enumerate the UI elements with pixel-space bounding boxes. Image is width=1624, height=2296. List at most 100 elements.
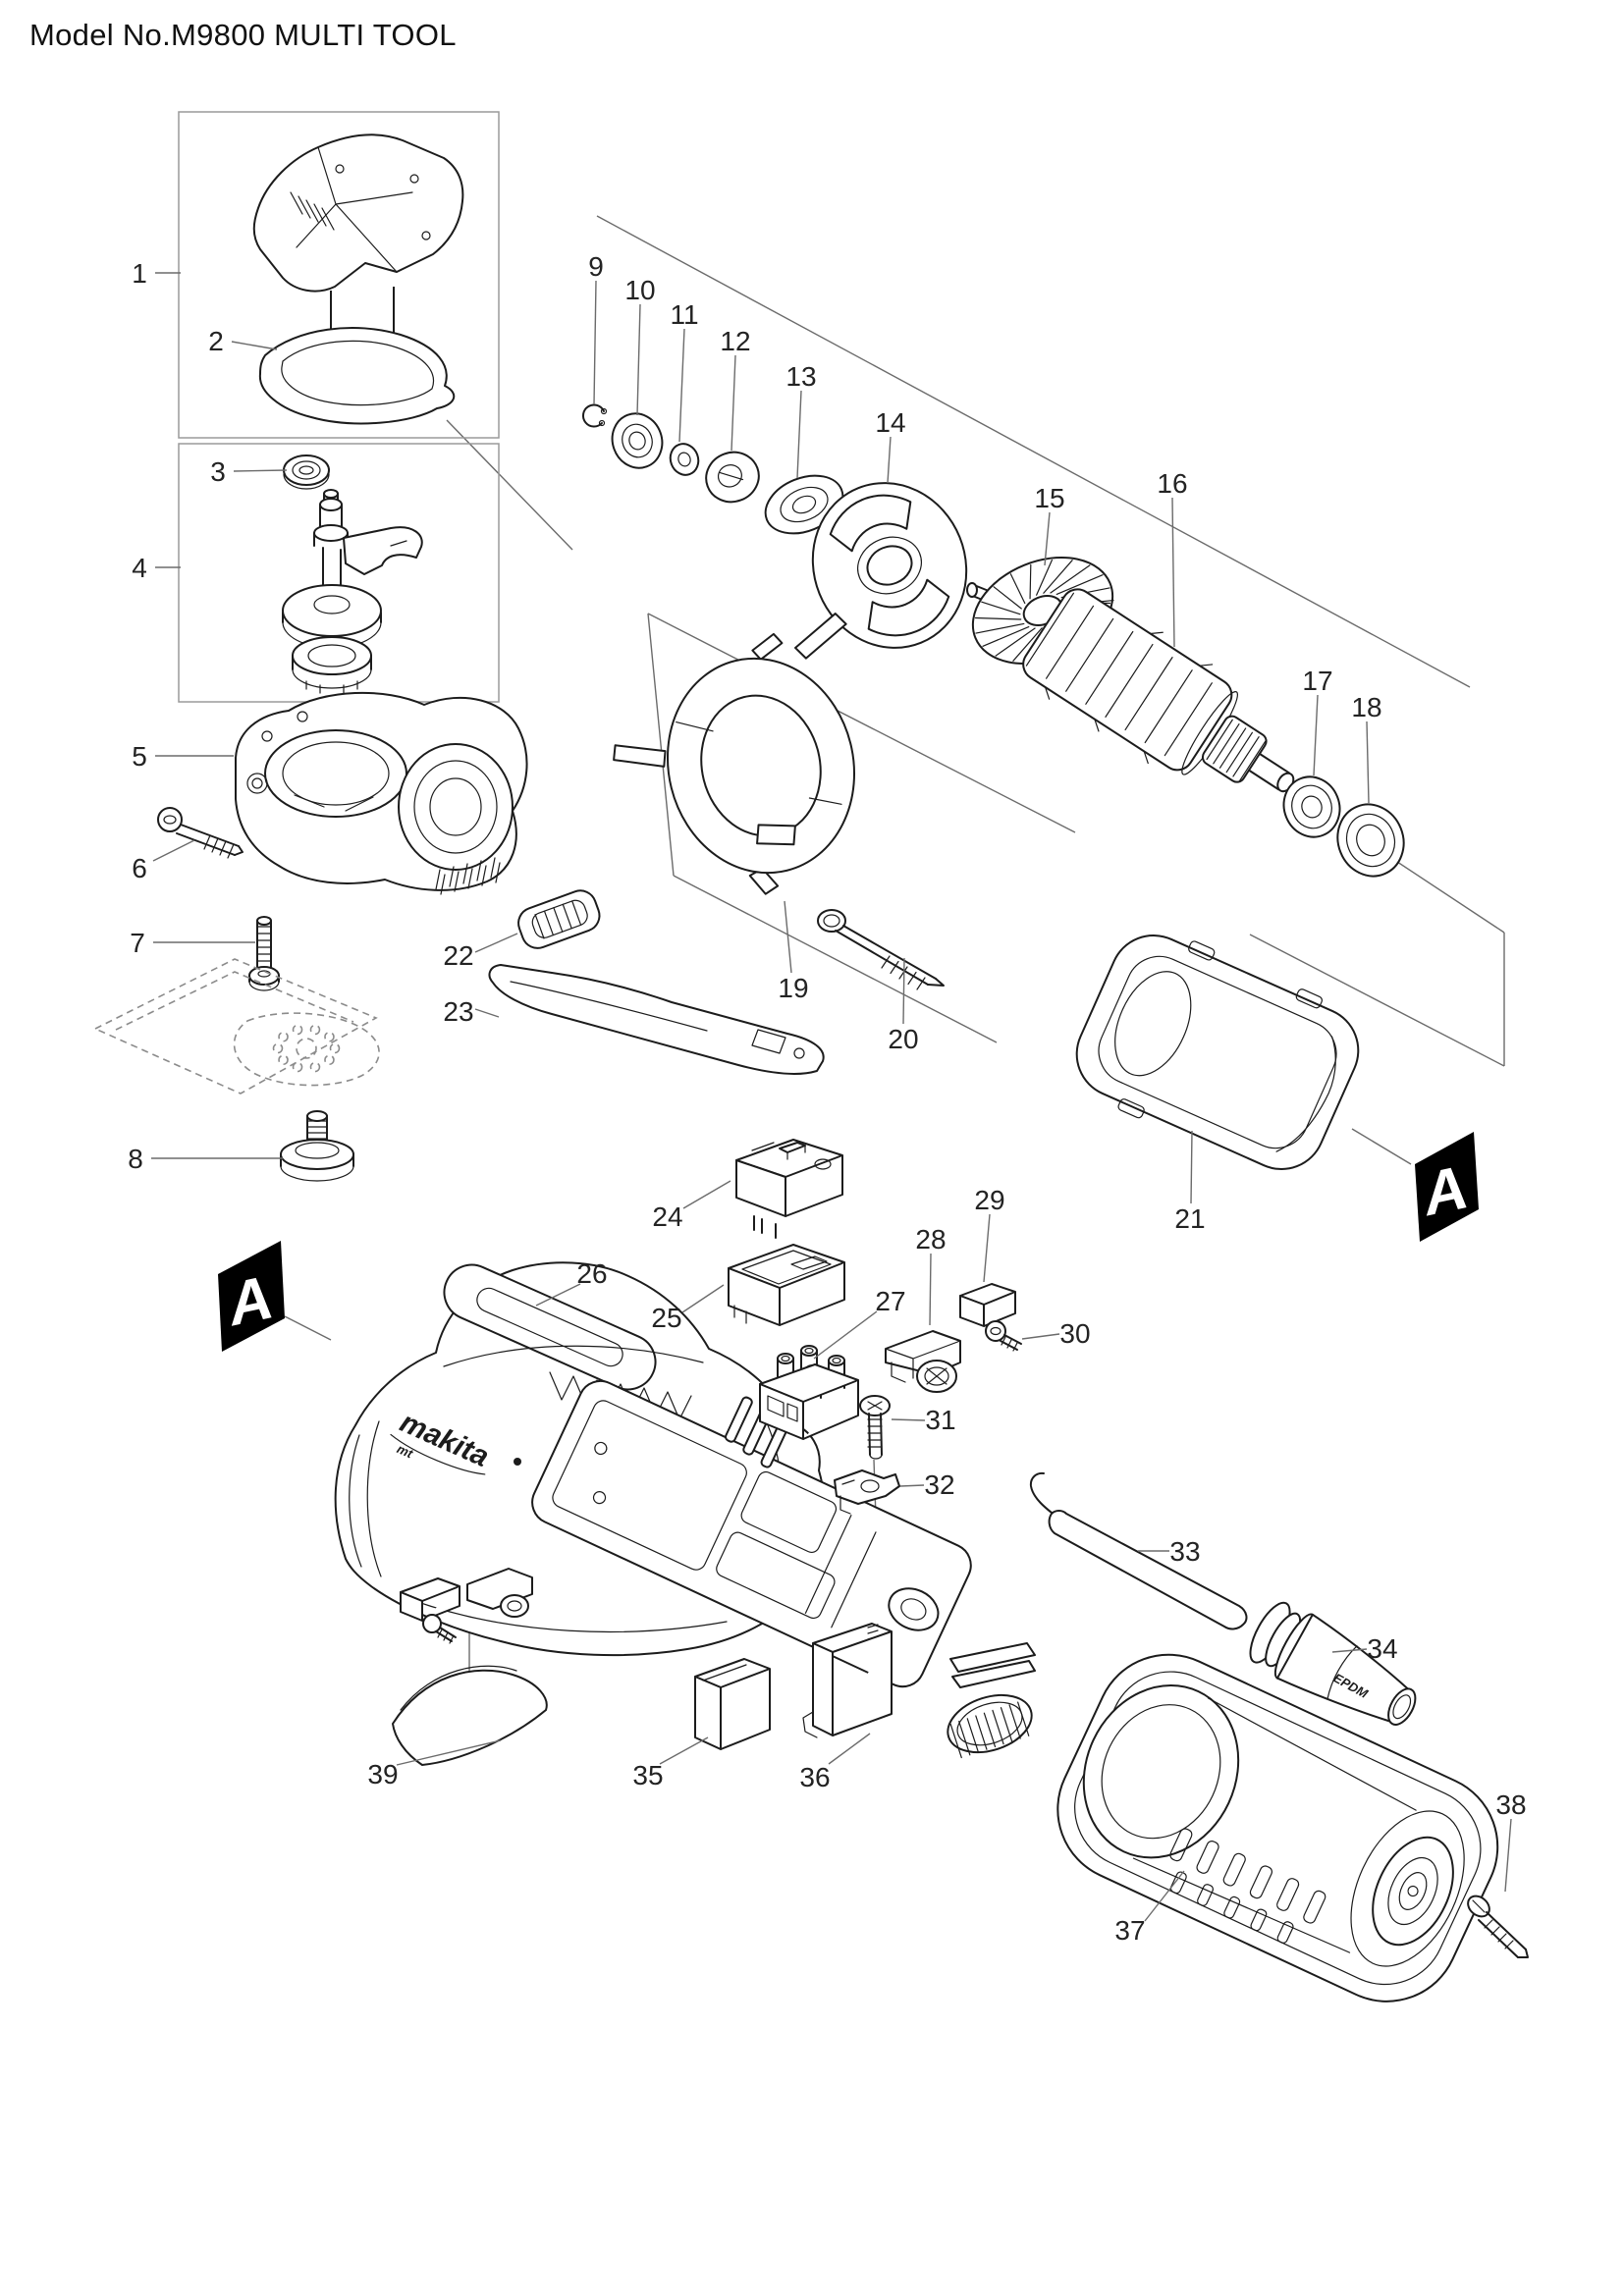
hatch-line bbox=[534, 913, 545, 939]
callout-leader-39 bbox=[396, 1739, 502, 1766]
part-35-dust-box bbox=[694, 1658, 771, 1750]
callout-label-16: 16 bbox=[1157, 468, 1187, 499]
blade-hole bbox=[309, 1061, 321, 1073]
part-8-adjusting-knob bbox=[280, 1110, 354, 1182]
part-16-armature bbox=[1022, 588, 1295, 793]
fan-blade bbox=[1043, 560, 1073, 594]
callout-leader-29 bbox=[983, 1213, 991, 1283]
hatch-line bbox=[1206, 719, 1233, 761]
hatch-line bbox=[305, 199, 319, 223]
hatch-line bbox=[1490, 1926, 1500, 1936]
callout-label-37: 37 bbox=[1114, 1915, 1145, 1946]
hatch-line bbox=[490, 857, 496, 879]
part-5-bearing-box bbox=[235, 691, 528, 891]
callout-leader-17 bbox=[1313, 694, 1319, 776]
hatch-line bbox=[290, 191, 303, 215]
part-4-crank-assembly bbox=[282, 489, 423, 694]
fan-blade bbox=[981, 601, 1021, 615]
part-39-baffle-plate bbox=[392, 1665, 548, 1766]
callout-leader-31 bbox=[891, 1418, 926, 1421]
blade-hole bbox=[278, 1054, 289, 1066]
part-25-switch-base bbox=[728, 1244, 845, 1326]
callout-label-17: 17 bbox=[1302, 666, 1332, 696]
part-11-flat-washer bbox=[669, 443, 700, 476]
hatch-line bbox=[443, 1631, 449, 1641]
callout-leader-27 bbox=[813, 1310, 878, 1360]
callout-leader-2 bbox=[231, 341, 278, 350]
hatch-line bbox=[203, 834, 211, 850]
housing-screw-dot bbox=[514, 1458, 521, 1466]
part-27-terminal-block bbox=[759, 1345, 859, 1440]
hatch-line bbox=[890, 960, 899, 975]
callout-label-9: 9 bbox=[588, 251, 604, 282]
callout-leader-30 bbox=[1021, 1333, 1060, 1340]
hatch-line bbox=[437, 1629, 443, 1638]
blade-hole bbox=[272, 1042, 284, 1054]
callout-leader-20 bbox=[902, 957, 905, 1025]
callout-label-10: 10 bbox=[624, 275, 655, 305]
part-10-bearing bbox=[611, 412, 664, 469]
callout-leader-21 bbox=[1190, 1130, 1193, 1204]
part-24-switch bbox=[735, 1139, 843, 1239]
blade-hole bbox=[292, 1061, 303, 1073]
hatch-line bbox=[1085, 630, 1134, 705]
section-marker-a-left: A bbox=[218, 1241, 285, 1352]
part-29-carbon-brush bbox=[959, 1283, 1016, 1327]
part-18-bearing bbox=[1336, 803, 1405, 878]
callout-label-33: 33 bbox=[1169, 1536, 1200, 1567]
callout-label-1: 1 bbox=[132, 258, 147, 289]
cord-clamp-collar bbox=[947, 1693, 1033, 1759]
part-34-cord-guard: EPDM bbox=[1249, 1601, 1417, 1726]
marker-parallelogram bbox=[1415, 1132, 1479, 1242]
callout-leader-15 bbox=[1044, 511, 1051, 566]
callout-label-11: 11 bbox=[670, 299, 698, 330]
blade-hole bbox=[309, 1024, 321, 1036]
part-sanding-pad-and-blade-dashed bbox=[93, 958, 380, 1095]
fan-blade bbox=[1012, 627, 1043, 662]
callout-leader-25 bbox=[681, 1284, 725, 1313]
hatch-line bbox=[1105, 643, 1154, 718]
callout-label-14: 14 bbox=[875, 407, 905, 438]
part-30-screw bbox=[985, 1320, 1022, 1351]
construction-line bbox=[1381, 851, 1505, 934]
hatch-line bbox=[211, 837, 219, 853]
hatch-line bbox=[1144, 669, 1193, 744]
callout-leader-35 bbox=[659, 1736, 709, 1765]
hatch-line bbox=[462, 863, 468, 884]
hatch-line bbox=[907, 971, 917, 986]
callout-leader-16 bbox=[1171, 497, 1175, 648]
hatch-line bbox=[966, 1718, 979, 1753]
construction-line bbox=[647, 613, 1076, 833]
vent-slot bbox=[1249, 1865, 1273, 1899]
callout-leader-24 bbox=[682, 1180, 731, 1209]
callout-leader-9 bbox=[593, 280, 597, 405]
construction-line bbox=[596, 215, 1471, 688]
construction-line bbox=[1249, 934, 1505, 1067]
part-1-housing-cover bbox=[252, 133, 464, 357]
part-9-snap-ring bbox=[581, 403, 608, 428]
construction-line bbox=[1351, 1128, 1412, 1165]
hatch-line bbox=[1232, 736, 1260, 777]
callout-label-19: 19 bbox=[778, 973, 808, 1003]
callout-label-26: 26 bbox=[576, 1258, 607, 1289]
callout-label-2: 2 bbox=[208, 326, 224, 356]
callout-leader-38 bbox=[1504, 1818, 1512, 1893]
fan-blade bbox=[1009, 573, 1026, 605]
part-12-spacer-ring bbox=[705, 451, 760, 504]
fan-blade bbox=[993, 586, 1022, 610]
part-28-brush-holder bbox=[885, 1330, 961, 1393]
fan-blade bbox=[995, 627, 1036, 657]
callout-label-8: 8 bbox=[128, 1144, 143, 1174]
callout-leader-34 bbox=[1331, 1648, 1368, 1653]
part-2-gasket bbox=[258, 327, 456, 425]
hatch-line bbox=[1164, 682, 1213, 757]
callout-label-32: 32 bbox=[924, 1469, 954, 1500]
callout-leader-32 bbox=[899, 1484, 925, 1487]
part-17-retainer-washer bbox=[1282, 775, 1341, 838]
part-6-screw bbox=[157, 807, 244, 856]
fan-blade bbox=[1029, 563, 1032, 600]
hatch-line bbox=[1000, 1707, 1013, 1742]
hatch-line bbox=[321, 207, 335, 231]
part-23-lock-lever bbox=[488, 964, 825, 1075]
